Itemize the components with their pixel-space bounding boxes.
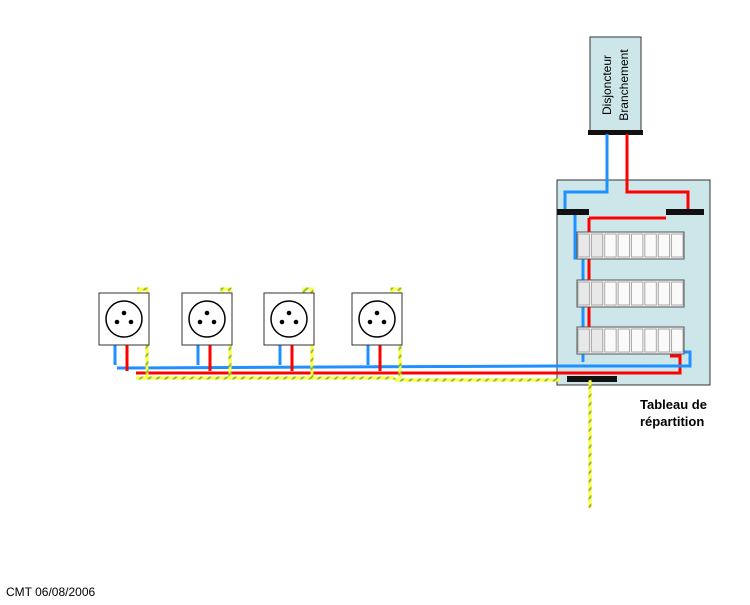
main-neutral-line	[116, 364, 561, 370]
socket-earth-pin	[204, 310, 210, 316]
socket-ring	[270, 300, 308, 338]
sockets-group	[98, 287, 403, 378]
breaker-module	[671, 281, 684, 306]
socket-pin	[293, 319, 299, 325]
incoming-phase-wire	[625, 134, 690, 212]
earth-wiring	[395, 378, 592, 508]
socket-outlet	[263, 287, 315, 378]
socket-earth-pin	[374, 310, 380, 316]
breaker-module	[671, 233, 684, 258]
panel-label-line1: Tableau de	[640, 397, 707, 412]
breaker-module	[590, 281, 604, 306]
socket-pin	[128, 319, 134, 325]
socket-ring	[188, 300, 226, 338]
breaker-row	[576, 231, 685, 260]
main-breaker-box	[589, 36, 642, 134]
breaker-label-line1: Disjoncteur	[600, 55, 614, 115]
socket-earth-pin	[286, 310, 292, 316]
breaker-module	[631, 233, 644, 258]
breaker-module	[617, 233, 630, 258]
breaker-module	[644, 233, 657, 258]
breaker-module	[590, 328, 604, 353]
breaker-module	[644, 281, 657, 306]
breaker-module	[604, 281, 617, 306]
credit-text: CMT 06/08/2006	[6, 585, 96, 599]
socket-ring	[105, 300, 143, 338]
breaker-module	[644, 328, 657, 353]
socket-pin	[211, 319, 217, 325]
socket-earth-pin	[121, 310, 127, 316]
breaker-module	[604, 328, 617, 353]
socket-outlet	[181, 287, 233, 378]
breaker-module	[604, 233, 617, 258]
breaker-module	[631, 328, 644, 353]
socket-pin	[114, 319, 120, 325]
earth-bar	[567, 376, 617, 382]
phase-bar	[666, 209, 704, 215]
main-breaker-bottom-bar	[588, 130, 643, 135]
socket-ring	[358, 300, 396, 338]
socket-pin	[279, 319, 285, 325]
socket-pin	[367, 319, 373, 325]
breaker-module	[577, 233, 590, 258]
breaker-module	[671, 328, 684, 353]
breaker-module	[631, 281, 644, 306]
socket-outlet	[98, 287, 150, 378]
breaker-module	[617, 281, 630, 306]
breaker-row	[576, 326, 685, 355]
neutral-bar	[557, 209, 589, 215]
breaker-module	[577, 328, 590, 353]
panel-label-line2: répartition	[640, 414, 705, 429]
breaker-row	[576, 279, 685, 308]
socket-outlet	[351, 287, 403, 378]
socket-pin	[381, 319, 387, 325]
breaker-module	[657, 281, 671, 306]
breaker-label-line2: Branchement	[617, 49, 631, 121]
incoming-neutral-wire	[563, 134, 609, 212]
breaker-module	[657, 233, 671, 258]
breaker-module	[590, 233, 604, 258]
breaker-module	[577, 281, 590, 306]
breaker-module	[657, 328, 671, 353]
breaker-module	[617, 328, 630, 353]
socket-pin	[197, 319, 203, 325]
breaker-rows	[576, 231, 685, 355]
panel-label: Tableau de répartition	[640, 396, 750, 430]
